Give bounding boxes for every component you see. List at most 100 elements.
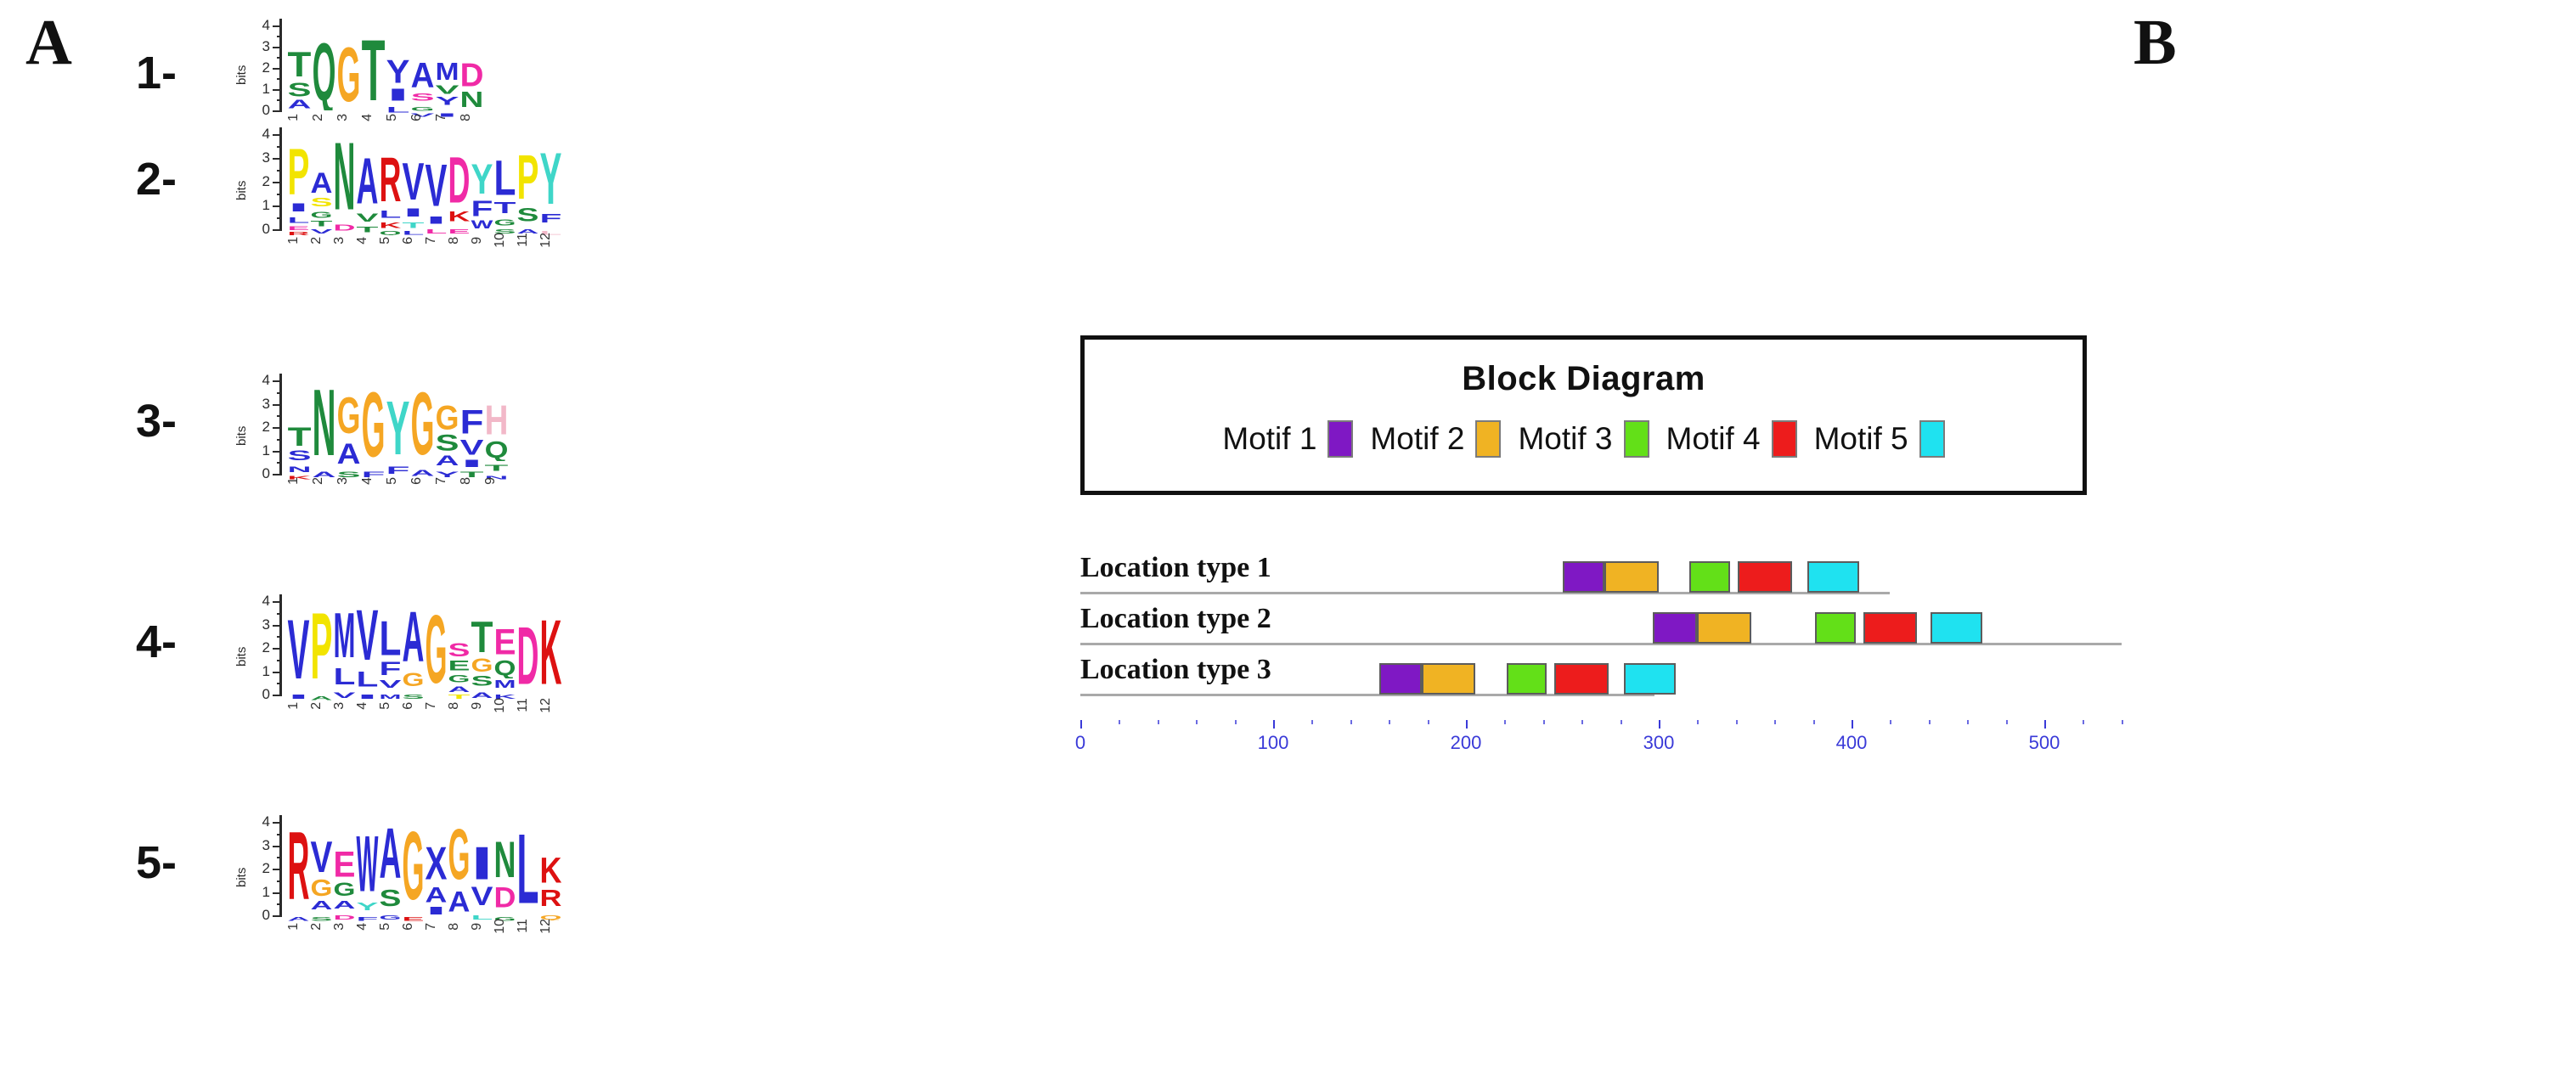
logo-position-number: 4 — [355, 701, 369, 710]
svg-text:S: S — [311, 917, 333, 921]
logo-letter: T — [287, 44, 312, 85]
motif-block[interactable] — [1624, 663, 1677, 695]
logo-letter: G — [410, 374, 435, 474]
svg-text:S: S — [471, 675, 493, 688]
svg-text:D: D — [448, 150, 471, 211]
location-track-line — [1080, 592, 1891, 594]
motif-block[interactable] — [1738, 561, 1792, 593]
svg-text:Y: Y — [436, 96, 459, 107]
logo-letter: N — [484, 470, 509, 481]
logo-letter: V — [471, 883, 493, 912]
logo-letter: W — [356, 819, 379, 908]
logo-stack: L — [516, 814, 539, 925]
logo-letter: D — [493, 881, 516, 914]
logo-axis-tick — [273, 822, 282, 824]
logo-position-number: 11 — [516, 698, 530, 713]
legend-color-swatch — [1623, 420, 1649, 458]
logo-letter: Q — [312, 27, 336, 119]
logo-letter: S — [287, 448, 312, 464]
svg-text:N: N — [460, 90, 484, 110]
logo-letter: W — [471, 217, 494, 230]
svg-text:N: N — [494, 836, 516, 884]
svg-text:Q: Q — [313, 35, 336, 110]
logo-letter: E — [333, 844, 356, 885]
svg-text:I: I — [436, 113, 459, 117]
motif-block[interactable] — [1421, 663, 1476, 695]
logo-letter: G — [336, 31, 361, 118]
motif-block[interactable] — [1562, 561, 1605, 593]
svg-text:T: T — [471, 616, 493, 657]
logo-axis-tick-label: 3 — [262, 836, 270, 853]
logo-axis-tick-label: 1 — [262, 80, 270, 97]
logo-letter: V — [287, 603, 310, 697]
logo-position-number: 2 — [311, 114, 325, 121]
svg-text:S: S — [517, 205, 539, 223]
svg-text:A: A — [380, 821, 402, 887]
logo-letter: I — [356, 689, 379, 700]
logo-row-label: 4- — [136, 616, 178, 667]
logo-letter: A — [356, 145, 379, 218]
svg-text:R: R — [288, 821, 310, 911]
logo-letter: D — [333, 221, 356, 233]
svg-text:I: I — [288, 694, 310, 700]
legend-item-label: Motif 3 — [1518, 421, 1613, 456]
motif-block[interactable] — [1653, 612, 1698, 644]
svg-text:L: L — [494, 155, 516, 200]
svg-text:H: H — [485, 401, 509, 439]
svg-text:S: S — [494, 228, 516, 234]
svg-text:S: S — [436, 433, 459, 454]
svg-text:X: X — [426, 842, 448, 886]
motif-block[interactable] — [1554, 663, 1609, 695]
location-track-line — [1080, 643, 2122, 645]
motif-block[interactable] — [1506, 663, 1547, 695]
svg-text:L: L — [540, 231, 562, 236]
logo-axis-minor-tick — [277, 391, 282, 394]
svg-text:L: L — [386, 106, 410, 114]
logo-letter: G — [310, 875, 333, 901]
logo-position-number: 11 — [516, 919, 530, 934]
motif-block[interactable] — [1689, 561, 1730, 593]
logo-letter: V — [410, 106, 435, 117]
logo-position-number: 3 — [335, 477, 350, 485]
motif-block[interactable] — [1604, 561, 1659, 593]
logo-axis-tick — [273, 88, 282, 91]
logo-letter: T — [459, 467, 484, 479]
logo-letter: R — [287, 225, 310, 237]
logo-position-number: 3 — [332, 236, 347, 245]
svg-text:P: P — [288, 142, 310, 202]
svg-text:Y: Y — [386, 393, 410, 464]
motif-block[interactable] — [1863, 612, 1918, 644]
legend-color-swatch — [1771, 420, 1797, 458]
logo-letter: E — [493, 622, 516, 662]
axis-minor-tick — [1812, 720, 1815, 724]
logo-letter: G — [448, 672, 471, 684]
logo-letter: P — [310, 594, 333, 699]
svg-text:Y: Y — [471, 160, 493, 199]
motif-block[interactable] — [1807, 561, 1860, 593]
motif-block[interactable] — [1931, 612, 1983, 644]
logo-axis-tick-label: 1 — [262, 442, 270, 459]
svg-text:D: D — [460, 59, 484, 90]
svg-text:I: I — [403, 207, 425, 218]
motif-block[interactable] — [1378, 663, 1422, 695]
motif-block[interactable] — [1814, 612, 1856, 644]
logo-position-number: 8 — [447, 701, 461, 710]
logo-letter: I — [287, 689, 310, 700]
motif-block[interactable] — [1697, 612, 1751, 644]
svg-text:W: W — [471, 219, 493, 230]
svg-text:L: L — [517, 824, 539, 915]
logo-letter: T — [287, 422, 312, 452]
svg-text:K: K — [380, 222, 402, 228]
logo-letter: A — [287, 98, 312, 111]
svg-text:D: D — [517, 619, 539, 695]
svg-text:A: A — [448, 686, 471, 693]
